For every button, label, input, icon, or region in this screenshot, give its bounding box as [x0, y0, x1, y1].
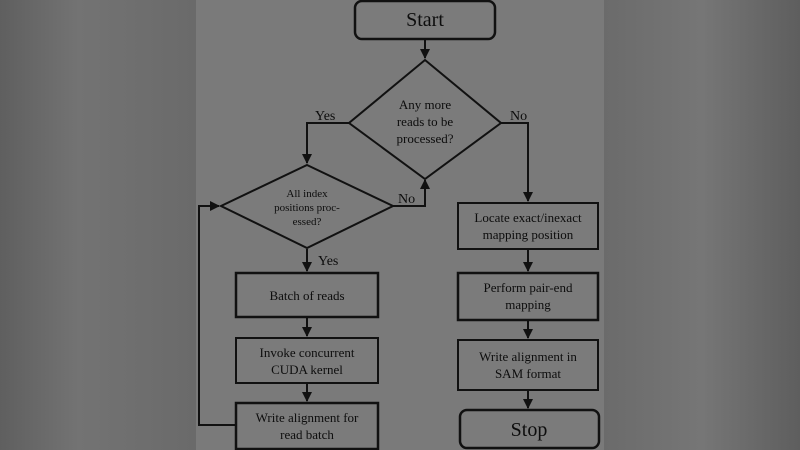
invoke-line-2: CUDA kernel [271, 362, 343, 377]
invoke-line-1: Invoke concurrent [260, 345, 355, 360]
decision-all-index-line-2: positions proc- [274, 202, 340, 214]
decision-all-index-line-1: All index [286, 188, 328, 200]
locate-node: Locate exact/inexact mapping position [457, 202, 599, 250]
edge-no-back-to-decision [393, 179, 430, 207]
decision-more-reads-line-3: processed? [396, 131, 453, 146]
decision-all-index: All index positions proc- essed? [218, 163, 396, 250]
write-batch-line-2: read batch [280, 427, 334, 442]
write-batch-node: Write alignment for read batch [234, 401, 380, 450]
batch-node: Batch of reads [234, 271, 380, 319]
locate-line-2: mapping position [483, 227, 574, 242]
edge-label-yes: Yes [315, 109, 335, 124]
stop-label: Stop [511, 419, 548, 441]
edges [198, 40, 533, 426]
edge-label-no: No [510, 109, 527, 124]
decision-all-index-line-3: essed? [293, 216, 322, 228]
stop-node: Stop [458, 408, 601, 450]
start-label: Start [406, 9, 444, 31]
write-sam-node: Write alignment in SAM format [457, 339, 599, 391]
decision-more-reads-line-2: reads to be [397, 114, 454, 129]
edge-no-to-locate [501, 122, 533, 202]
decision-more-reads-line-1: Any more [399, 97, 452, 112]
edge-label-no-back: No [398, 192, 415, 207]
pair-end-node: Perform pair-end mapping [456, 271, 600, 322]
blurred-background-right [604, 0, 800, 450]
blurred-background-left [0, 0, 196, 450]
locate-line-1: Locate exact/inexact [474, 210, 582, 225]
edge-yes-to-index-check [302, 122, 349, 164]
batch-label: Batch of reads [269, 288, 344, 303]
start-node: Start [353, 0, 497, 41]
write-sam-line-1: Write alignment in [479, 349, 577, 364]
pair-end-line-1: Perform pair-end [484, 280, 573, 295]
edge-label-yes-down: Yes [318, 254, 338, 269]
write-sam-line-2: SAM format [495, 366, 561, 381]
pair-end-line-2: mapping [505, 297, 551, 312]
decision-more-reads: Any more reads to be processed? [347, 58, 503, 181]
write-batch-line-1: Write alignment for [256, 410, 359, 425]
edge-loop-back-to-index-check [198, 201, 236, 426]
invoke-node: Invoke concurrent CUDA kernel [235, 337, 379, 384]
